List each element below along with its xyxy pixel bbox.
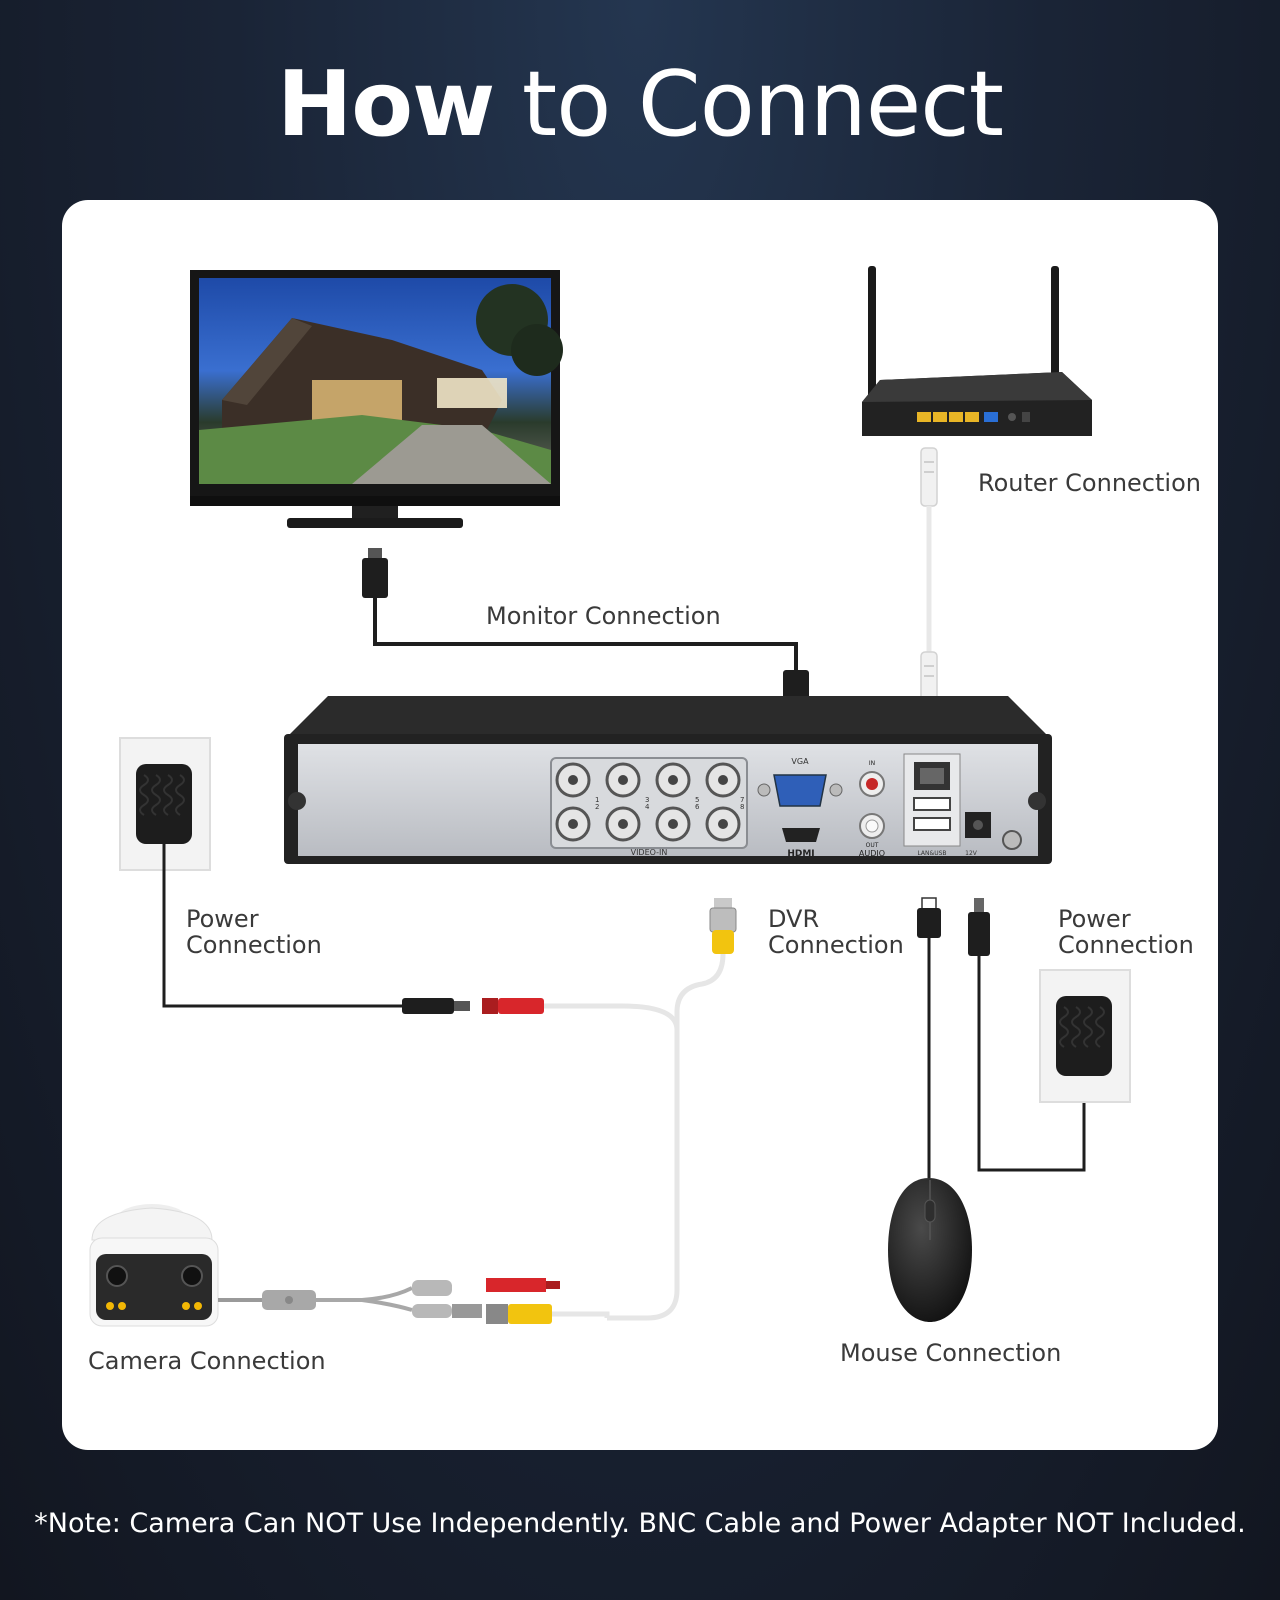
dvr-connection-label: DVR Connection: [768, 905, 904, 959]
title-rest: to Connect: [494, 52, 1004, 157]
camera-connection-label: Camera Connection: [88, 1347, 326, 1375]
ethernet-cable: [920, 447, 938, 719]
monitor-connection-label: Monitor Connection: [486, 602, 721, 630]
power-connection-right-label: Power Connection: [1058, 905, 1194, 959]
channel-label-8: 8: [740, 803, 744, 811]
bnc-video-inputs: [555, 762, 741, 842]
usb-mouse-illustration: [888, 897, 972, 1322]
monitor-illustration: [190, 270, 563, 528]
channel-label-7: 7: [740, 796, 744, 804]
power-adapter-right: [968, 898, 1131, 1172]
channel-label-1: 1: [595, 796, 599, 804]
video-in-label: VIDEO-IN: [631, 848, 668, 857]
page-title: How to Connect: [0, 50, 1280, 160]
audio-out-label: OUT: [866, 842, 879, 849]
diagram-panel: 1 2 3 4 5 6 7 8 VIDEO-IN VGA HDMI IN OUT…: [62, 200, 1218, 1450]
channel-label-2: 2: [595, 803, 599, 811]
footnote: *Note: Camera Can NOT Use Independently.…: [34, 1508, 1246, 1539]
channel-label-6: 6: [695, 803, 700, 811]
hdmi-label: HDMI: [787, 849, 814, 859]
audio-in-label: IN: [869, 760, 875, 767]
connection-diagram: 1 2 3 4 5 6 7 8 VIDEO-IN VGA HDMI IN OUT…: [89, 266, 1131, 1327]
mouse-connection-label: Mouse Connection: [840, 1339, 1062, 1367]
router-illustration: [862, 266, 1092, 436]
vga-label: VGA: [791, 757, 809, 766]
channel-label-4: 4: [645, 803, 650, 811]
audio-label: AUDIO: [859, 849, 885, 858]
router-connection-label: Router Connection: [978, 469, 1201, 497]
bnc-power-cable: [486, 898, 737, 1324]
hdmi-cable: [362, 548, 809, 722]
power-12v-label: 12V: [965, 850, 978, 857]
title-bold: How: [276, 52, 495, 157]
power-adapter-left: [119, 737, 544, 1014]
channel-label-3: 3: [645, 796, 649, 804]
camera-illustration: [89, 1204, 482, 1327]
lan-usb-label: LAN&USB: [917, 850, 946, 857]
power-connection-left-label: Power Connection: [186, 905, 322, 959]
dvr-recorder: 1 2 3 4 5 6 7 8 VIDEO-IN VGA HDMI IN OUT…: [284, 696, 1052, 864]
channel-label-5: 5: [695, 796, 699, 804]
